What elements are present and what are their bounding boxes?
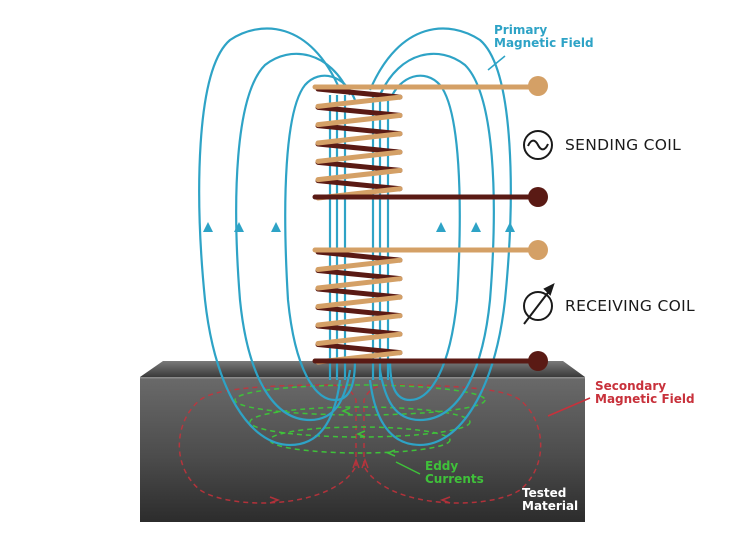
ac-source-icon bbox=[523, 130, 553, 160]
tested-material-block bbox=[140, 361, 585, 522]
secondary-field-loop-left bbox=[178, 384, 357, 504]
sending-coil-turn-back bbox=[315, 104, 403, 118]
receiving-coil-label: RECEIVING COIL bbox=[565, 297, 695, 315]
primary-field-arrow-1 bbox=[203, 222, 213, 232]
eddy-currents-label: Eddy Currents bbox=[425, 459, 484, 487]
eddy-arrow-1 bbox=[341, 407, 351, 415]
sending-coil-turn-front bbox=[315, 149, 403, 164]
primary-field-loop-left-outer bbox=[198, 27, 342, 447]
receiving-coil bbox=[312, 240, 548, 371]
eddy-current-ring-1 bbox=[234, 384, 486, 416]
secondary-field-arrow-right bbox=[439, 496, 451, 504]
receiving-coil-turn-back bbox=[315, 268, 403, 282]
secondary-field-arrow-left bbox=[269, 496, 281, 504]
receiving-coil-turn-back bbox=[315, 305, 403, 319]
sending-coil-turn-back bbox=[315, 178, 403, 192]
receiving-coil-turn-front bbox=[315, 313, 403, 328]
primary-field-arrow-6 bbox=[505, 222, 515, 232]
tested-material-label: Tested Material bbox=[522, 486, 579, 514]
primary-field-label-line1: Primary bbox=[494, 23, 548, 37]
receiving-coil-terminal-top bbox=[528, 240, 548, 260]
primary-field-label: Primary Magnetic Field bbox=[494, 23, 594, 51]
primary-field-loop-left-inner bbox=[284, 74, 357, 402]
eddy-current-ring-3 bbox=[269, 426, 451, 454]
eddy-currents-label-line2: Currents bbox=[425, 472, 484, 487]
primary-field-loop-right-inner bbox=[388, 74, 461, 402]
sending-coil-label: SENDING COIL bbox=[565, 136, 682, 154]
sending-coil-terminal-top bbox=[528, 76, 548, 96]
sending-coil-terminal-bottom bbox=[528, 187, 548, 207]
receiving-coil-terminal-bottom bbox=[528, 351, 548, 371]
receiving-coil-turn-back bbox=[315, 323, 403, 337]
receiving-coil-turn-front bbox=[315, 257, 403, 272]
sending-coil bbox=[312, 76, 548, 207]
sending-coil-turn-front bbox=[315, 167, 403, 183]
eddy-currents-leader-line bbox=[395, 461, 421, 475]
receiving-coil-turn-back bbox=[315, 249, 403, 263]
secondary-field-arrow-center-r bbox=[361, 457, 369, 469]
sending-coil-turn-front bbox=[315, 131, 403, 146]
primary-field-arrow-4 bbox=[436, 222, 446, 232]
receiving-coil-turn-front bbox=[315, 276, 403, 291]
sending-coil-turn-front bbox=[315, 94, 403, 109]
sending-coil-turn-back bbox=[315, 86, 403, 100]
primary-field-arrow-2 bbox=[234, 222, 244, 232]
primary-field-arrow-5 bbox=[471, 222, 481, 232]
tested-material-label-line1: Tested bbox=[522, 486, 567, 500]
eddy-arrow-2 bbox=[356, 430, 366, 438]
primary-field-loop-left-middle bbox=[235, 52, 352, 422]
eddy-current-ring-2 bbox=[249, 406, 471, 438]
material-edge-highlight bbox=[140, 377, 585, 379]
sending-coil-turn-back bbox=[315, 159, 403, 173]
sending-coil-turn-back bbox=[315, 141, 403, 155]
primary-field-leader-line bbox=[487, 55, 506, 71]
eddy-arrow-3 bbox=[386, 449, 396, 457]
receiving-coil-turn-back bbox=[315, 286, 403, 300]
secondary-field-label-line1: Secondary bbox=[595, 379, 667, 393]
eddy-currents-label-line1: Eddy bbox=[425, 459, 459, 473]
receiving-coil-turn-front bbox=[315, 331, 403, 346]
primary-field-arrow-3 bbox=[271, 222, 281, 232]
primary-field-loop-right-outer bbox=[368, 27, 512, 447]
meter-icon bbox=[523, 283, 555, 325]
primary-field-loop-right-middle bbox=[378, 52, 495, 422]
primary-field-label-line2: Magnetic Field bbox=[494, 36, 594, 51]
secondary-field-arrow-center-l bbox=[352, 457, 360, 469]
sending-coil-turn-front bbox=[315, 112, 403, 128]
receiving-coil-turn-front bbox=[315, 294, 403, 309]
tested-material-label-line2: Material bbox=[522, 499, 579, 514]
sending-coil-turn-back bbox=[315, 123, 403, 137]
secondary-field-leader-line bbox=[547, 397, 591, 417]
material-front-face bbox=[140, 377, 585, 522]
secondary-field-label-line2: Magnetic Field bbox=[595, 392, 695, 407]
receiving-coil-turn-back bbox=[315, 342, 403, 356]
eddy-currents bbox=[234, 384, 486, 457]
secondary-field-label: Secondary Magnetic Field bbox=[595, 379, 695, 407]
